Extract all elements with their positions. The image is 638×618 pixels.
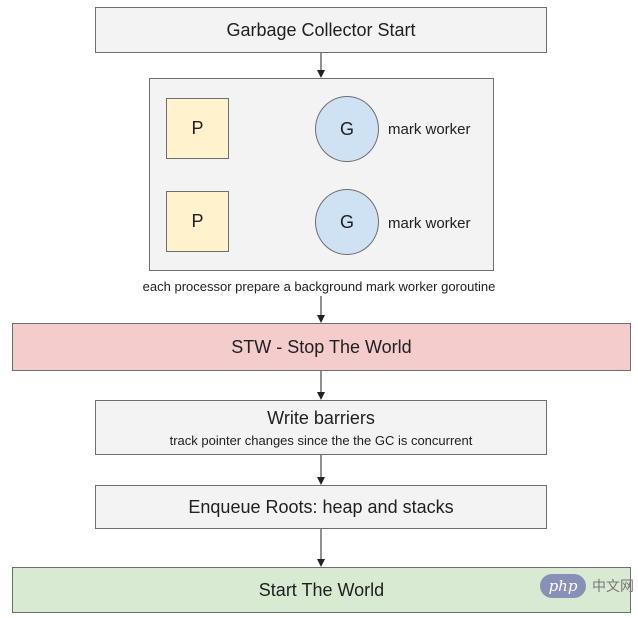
processor-box: P — [166, 191, 229, 252]
goroutine-label: G — [339, 211, 354, 232]
processors-caption: each processor prepare a background mark… — [142, 279, 496, 294]
start-world-box: Start The World — [12, 567, 631, 613]
watermark-site-text: 中文网 — [592, 578, 634, 594]
goroutine-circle: G — [315, 96, 379, 162]
write-barriers-title: Write barriers — [267, 407, 375, 428]
processor-label: P — [191, 211, 204, 231]
processor-label: P — [191, 118, 204, 138]
mark-worker-label: mark worker — [388, 215, 471, 232]
goroutine-label: G — [339, 118, 354, 139]
enqueue-roots-box: Enqueue Roots: heap and stacks — [95, 485, 547, 529]
watermark: php 中文网 — [540, 574, 634, 598]
mark-worker-label: mark worker — [388, 121, 471, 138]
start-world-label: Start The World — [258, 579, 385, 600]
gc-start-box: Garbage Collector Start — [95, 7, 547, 53]
goroutine-circle: G — [315, 189, 379, 255]
stw-box: STW - Stop The World — [12, 323, 631, 371]
gc-start-label: Garbage Collector Start — [226, 19, 416, 40]
enqueue-roots-label: Enqueue Roots: heap and stacks — [188, 496, 454, 517]
write-barriers-box: Write barriers track pointer changes sin… — [95, 400, 547, 455]
write-barriers-subtitle: track pointer changes since the the GC i… — [169, 432, 473, 448]
stw-label: STW - Stop The World — [231, 336, 412, 357]
php-logo-icon: php — [540, 574, 586, 598]
processor-box: P — [166, 98, 229, 159]
